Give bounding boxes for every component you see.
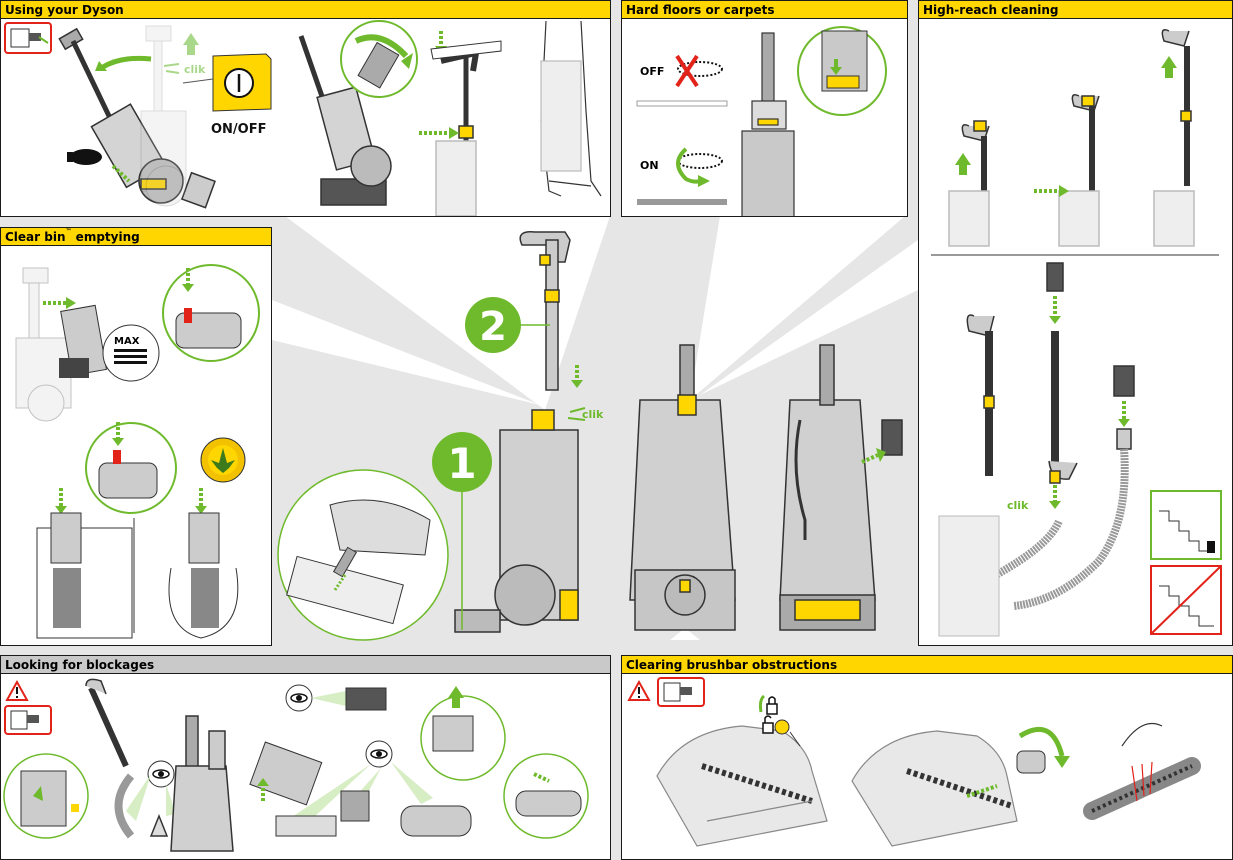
onoff-label: ON/OFF xyxy=(211,122,267,137)
panel-title: Using your Dyson xyxy=(1,1,610,19)
on-label: ON xyxy=(640,159,659,172)
wand-release-drawing xyxy=(435,49,480,216)
panel-clear-bin: Clear bin™ emptying MAX xyxy=(0,227,272,646)
handle-rotate-drawing xyxy=(298,35,392,206)
clik-label: clik xyxy=(184,63,206,76)
plug-socket-icon xyxy=(657,677,705,707)
cleaner-head-1 xyxy=(656,725,828,847)
using-illustrations: clik ON/OFF xyxy=(4,20,602,216)
panel-hard-floors: Hard floors or carpets OFF ON xyxy=(621,0,908,217)
blockages-illustrations xyxy=(3,678,589,852)
brushbar-off-icon xyxy=(675,54,723,88)
clik-label: clik xyxy=(582,408,604,421)
eye-icon xyxy=(158,771,164,777)
brushbar-drawing xyxy=(1083,757,1201,820)
panel-blockages: Looking for blockages xyxy=(0,655,611,860)
panel-title: Clearing brushbar obstructions xyxy=(622,656,1232,674)
max-label: MAX xyxy=(114,336,140,347)
warning-icon xyxy=(627,679,651,701)
panel-title: Clear bin™ emptying xyxy=(1,228,271,246)
step-2-badge: 2 xyxy=(465,297,550,353)
panel-title: Looking for blockages xyxy=(1,656,610,674)
hose xyxy=(992,448,1129,610)
brushbar-illustrations xyxy=(627,677,1201,847)
plug-socket-icon xyxy=(4,705,52,735)
panel-using-your-dyson: Using your Dyson clik xyxy=(0,0,611,217)
vacuum-main xyxy=(454,231,903,633)
off-label: OFF xyxy=(640,65,664,78)
panel-brushbar: Clearing brushbar obstructions xyxy=(621,655,1233,860)
svg-text:1: 1 xyxy=(447,439,476,488)
detail-circle-plug xyxy=(277,469,449,641)
plug-socket-icon xyxy=(4,22,52,54)
panel-high-reach: High-reach cleaning xyxy=(918,0,1233,646)
warning-icon xyxy=(5,679,29,701)
vacuum-top-drawing xyxy=(741,32,795,216)
panel-title: Hard floors or carpets xyxy=(622,1,907,19)
brushbar-on-icon xyxy=(676,147,723,187)
bin-drawing xyxy=(60,304,108,377)
lock-icon xyxy=(762,696,778,734)
allergy-seal-icon xyxy=(200,437,246,483)
stairs-allowed-icon xyxy=(1150,490,1222,560)
high-reach-illustrations: clik xyxy=(931,29,1222,637)
max-line-circle xyxy=(102,324,160,382)
step-1-badge: 1 xyxy=(432,432,492,630)
cleaner-head-2 xyxy=(851,730,1018,847)
clear-bin-illustrations: MAX xyxy=(15,264,260,639)
tilted-vacuum-drawing xyxy=(58,27,216,209)
svg-text:2: 2 xyxy=(479,304,507,350)
floors-illustrations: OFF ON xyxy=(636,26,887,216)
foot-icon xyxy=(70,149,102,165)
panel-title: High-reach cleaning xyxy=(919,1,1232,19)
clik-label: clik xyxy=(1007,499,1029,512)
person-drawing xyxy=(540,20,602,197)
stairs-not-allowed-icon xyxy=(1150,565,1222,635)
